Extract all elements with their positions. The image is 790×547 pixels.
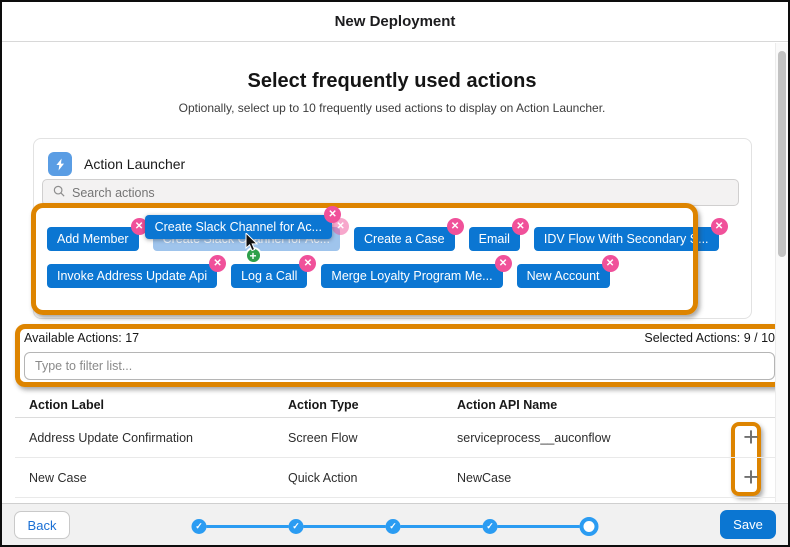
cell-action-api-name: serviceprocess__auconflow [457,430,611,445]
search-icon [53,185,65,200]
step-complete-icon: ✓ [482,519,498,534]
pill-label: IDV Flow With Secondary S... [543,232,709,246]
action-pill[interactable]: IDV Flow With Secondary S... ✕ [533,218,728,251]
modal-footer: Back ✓ ✓ ✓ ✓ Save [2,503,788,545]
step-current-icon [579,517,599,536]
search-actions-input[interactable] [72,185,728,200]
remove-icon[interactable]: ✕ [446,218,464,235]
pill-label: Email [478,232,510,246]
progress-indicator: ✓ ✓ ✓ ✓ [191,517,599,536]
pill-label: Merge Loyalty Program Me... [331,269,493,283]
action-pill[interactable]: Email ✕ [468,218,529,251]
pill-label: Create a Case [364,232,445,246]
action-pill[interactable]: Log a Call ✕ [231,255,317,288]
step-complete-icon: ✓ [385,519,401,534]
page-title: Select frequently used actions [247,70,537,92]
modal-title: New Deployment [2,2,788,42]
remove-icon[interactable]: ✕ [710,218,728,235]
vertical-scrollbar[interactable] [775,43,788,502]
cell-action-label: Address Update Confirmation [29,430,193,445]
pill-label: Log a Call [241,269,298,283]
dragged-pill-group: Create Slack Channel for Ac... ✕ Create … [144,206,350,264]
available-actions-count: Available Actions: 17 [24,331,140,345]
available-actions-table: Action Label Action Type Action API Name… [15,393,778,498]
table-row: Address Update Confirmation Screen Flow … [15,418,778,458]
remove-icon[interactable]: ✕ [511,218,529,235]
column-header-action-api-name: Action API Name [457,398,558,412]
action-pill[interactable]: Add Member ✕ [47,218,148,251]
cell-action-api-name: NewCase [457,470,512,485]
cell-action-type: Screen Flow [288,430,358,445]
progress-line [400,525,483,528]
column-header-action-label: Action Label [29,398,105,412]
action-pill-dragging[interactable]: Create Slack Channel for Ac... ✕ [144,206,342,239]
search-actions-box[interactable] [42,179,739,206]
selected-actions-count: Selected Actions: 9 / 10 [644,331,775,345]
remove-icon[interactable]: ✕ [601,255,619,272]
remove-icon[interactable]: ✕ [130,218,148,235]
progress-line [497,525,580,528]
cell-action-type: Quick Action [288,470,358,485]
step-complete-icon: ✓ [191,519,207,534]
remove-icon[interactable]: ✕ [324,206,342,223]
action-pill[interactable]: Merge Loyalty Program Me... ✕ [321,255,512,288]
actions-counts: Available Actions: 17 Selected Actions: … [24,331,775,345]
add-action-button[interactable]: + [743,422,759,452]
pill-label: Invoke Address Update Api [57,269,208,283]
column-header-action-type: Action Type [288,398,359,412]
action-launcher-header: Action Launcher [48,152,185,176]
pill-label: New Account [526,269,600,283]
action-launcher-title: Action Launcher [84,156,186,172]
back-button[interactable]: Back [14,511,70,539]
save-button[interactable]: Save [720,510,776,539]
remove-icon: ✕ [332,218,350,235]
remove-icon[interactable]: ✕ [494,255,512,272]
step-complete-icon: ✓ [288,519,304,534]
progress-line [206,525,289,528]
lightning-icon [48,152,72,176]
remove-icon[interactable]: ✕ [209,255,227,272]
page-subtitle: Optionally, select up to 10 frequently u… [178,101,606,115]
table-header-row: Action Label Action Type Action API Name [15,393,778,418]
pill-label: Create Slack Channel for Ac... [154,220,323,234]
filter-list-input[interactable] [24,352,775,380]
cursor-icon [245,231,261,258]
table-row: New Case Quick Action NewCase + [15,458,778,498]
remove-icon[interactable]: ✕ [299,255,317,272]
selected-pills-row-2: Invoke Address Update Api ✕ Log a Call ✕… [47,255,619,288]
progress-line [303,525,386,528]
pill-label: Add Member [57,232,129,246]
action-pill[interactable]: Create a Case ✕ [354,218,464,251]
action-pill[interactable]: New Account ✕ [516,255,619,288]
action-pill[interactable]: Invoke Address Update Api ✕ [47,255,227,288]
add-action-button[interactable]: + [743,462,759,492]
selected-pills-row-1: Add Member ✕ Create Slack Channel for Ac… [47,206,728,264]
cell-action-label: New Case [29,470,87,485]
scrollbar-thumb[interactable] [778,51,786,257]
